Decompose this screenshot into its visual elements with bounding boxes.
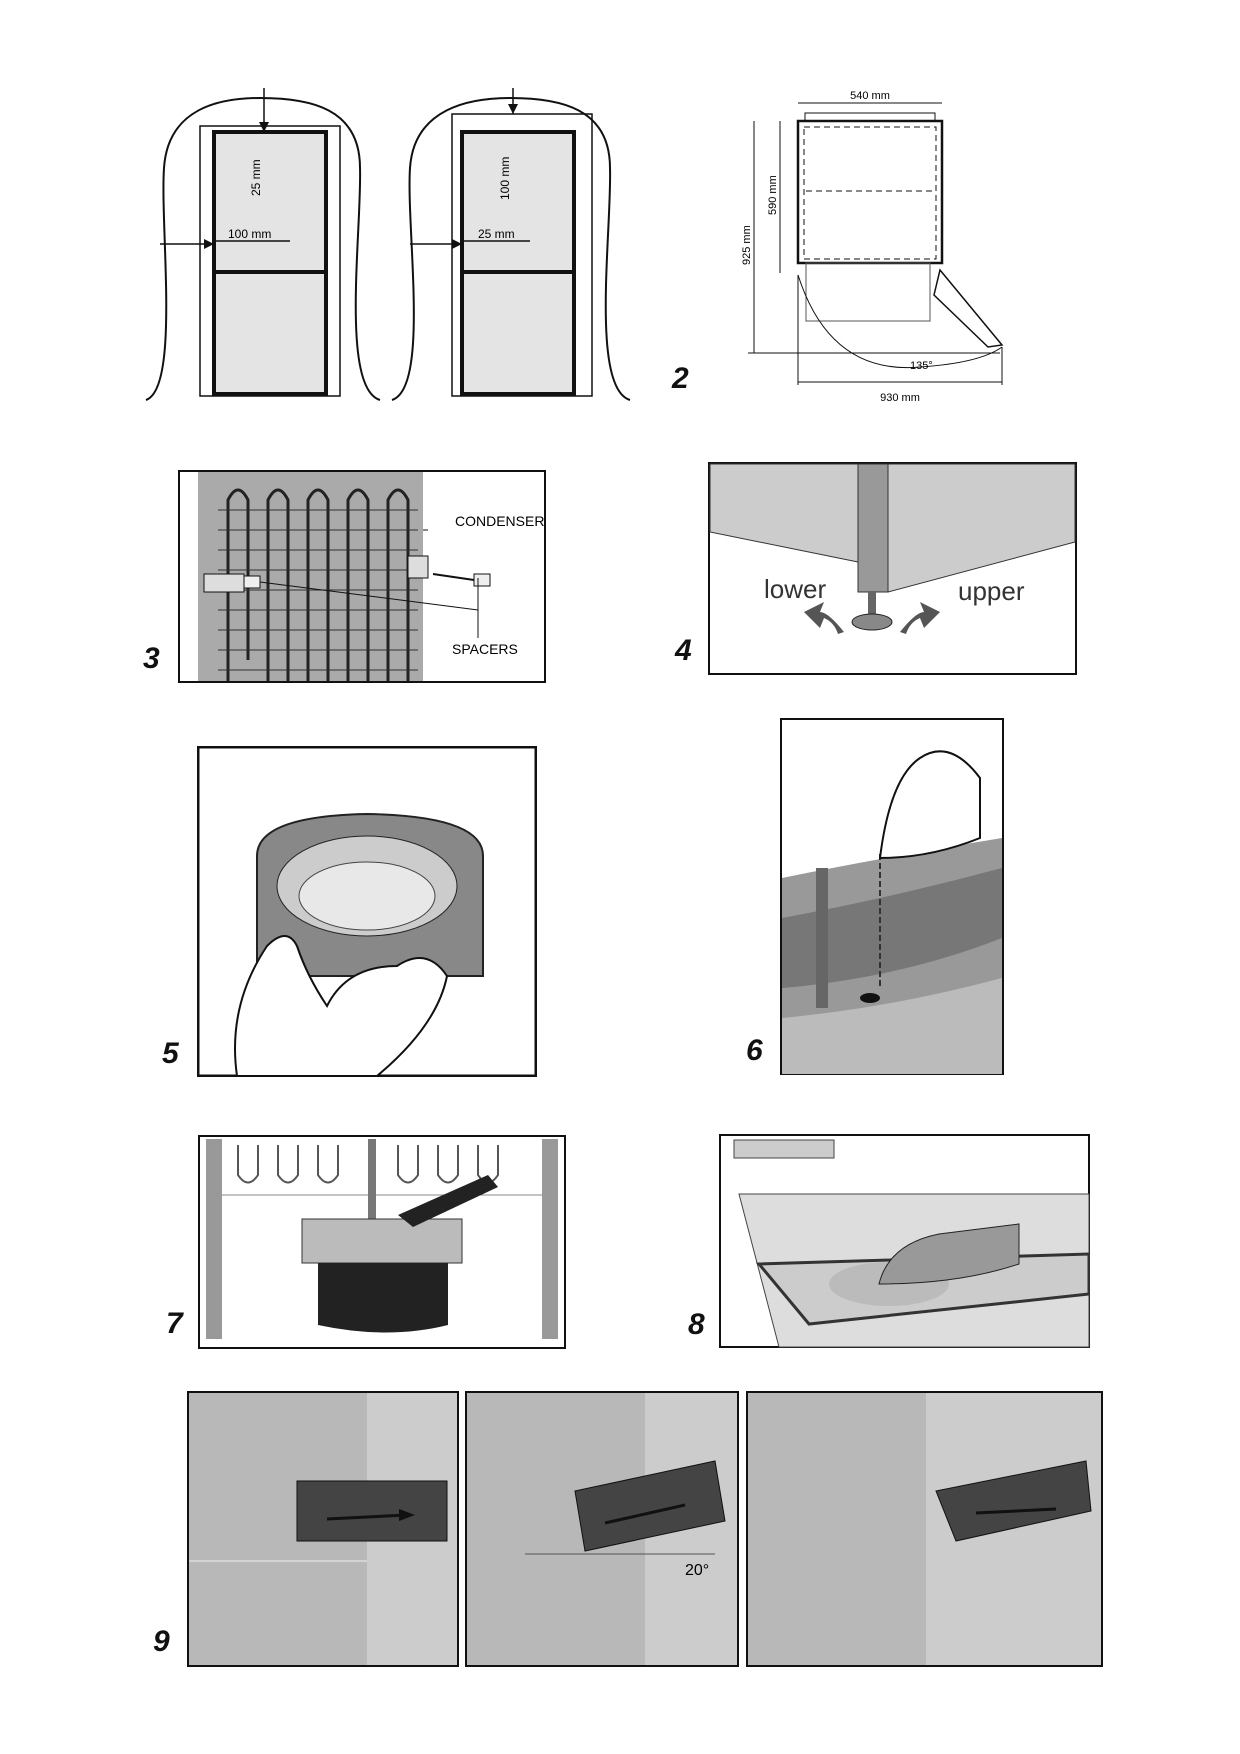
fig2-depth-open: 925 mm: [741, 225, 753, 265]
fig2-total-width: 930 mm: [880, 392, 920, 404]
figure-6-drain-hole-cleaning: [780, 718, 1004, 1075]
fig2-depth: 590 mm: [767, 175, 779, 215]
fig2-angle: 135°: [910, 360, 933, 372]
figure-4-leveling-feet: lower upper: [708, 462, 1077, 675]
figure-9-drawer-removal-step-1: [187, 1391, 459, 1667]
figure-9-drawer-removal-step-3: [746, 1391, 1103, 1667]
figure-1-clearance-diagram: 25 mm 100 mm 100 mm 25 mm: [145, 88, 631, 401]
figure-number-2: 2: [672, 362, 689, 395]
fig3-spacers-label: SPACERS: [452, 641, 518, 657]
figure-3-condenser-spacers: CONDENSER SPACERS: [178, 470, 546, 683]
fig1-left-top-gap: 25 mm: [249, 159, 263, 196]
fig1-left-side-gap: 100 mm: [228, 227, 271, 241]
fig1-right-side-gap: 25 mm: [478, 227, 515, 241]
fig9-angle-label: 20°: [685, 1562, 709, 1579]
figure-number-3: 3: [143, 642, 160, 675]
figure-5-lamp-cover: [197, 746, 537, 1077]
figure-number-6: 6: [746, 1034, 763, 1067]
fig4-upper-label: upper: [958, 576, 1025, 606]
fig1-right-top-gap: 100 mm: [498, 157, 512, 200]
fig3-condenser-label: CONDENSER: [455, 513, 544, 529]
figure-number-4: 4: [675, 634, 692, 667]
figure-7-compressor: [198, 1135, 566, 1349]
figure-2-dimensions-diagram: 540 mm 590 mm 925 mm 135° 930 mm: [741, 90, 1004, 404]
figure-9-drawer-removal-step-2: 20°: [465, 1391, 739, 1667]
figure-number-8: 8: [688, 1308, 705, 1341]
figure-number-9: 9: [153, 1625, 170, 1658]
figure-number-5: 5: [162, 1037, 179, 1070]
fig2-width: 540 mm: [850, 90, 890, 102]
figure-number-7: 7: [166, 1307, 183, 1340]
fig4-lower-label: lower: [764, 574, 826, 604]
figure-8-wiping-shelf: [719, 1134, 1090, 1348]
